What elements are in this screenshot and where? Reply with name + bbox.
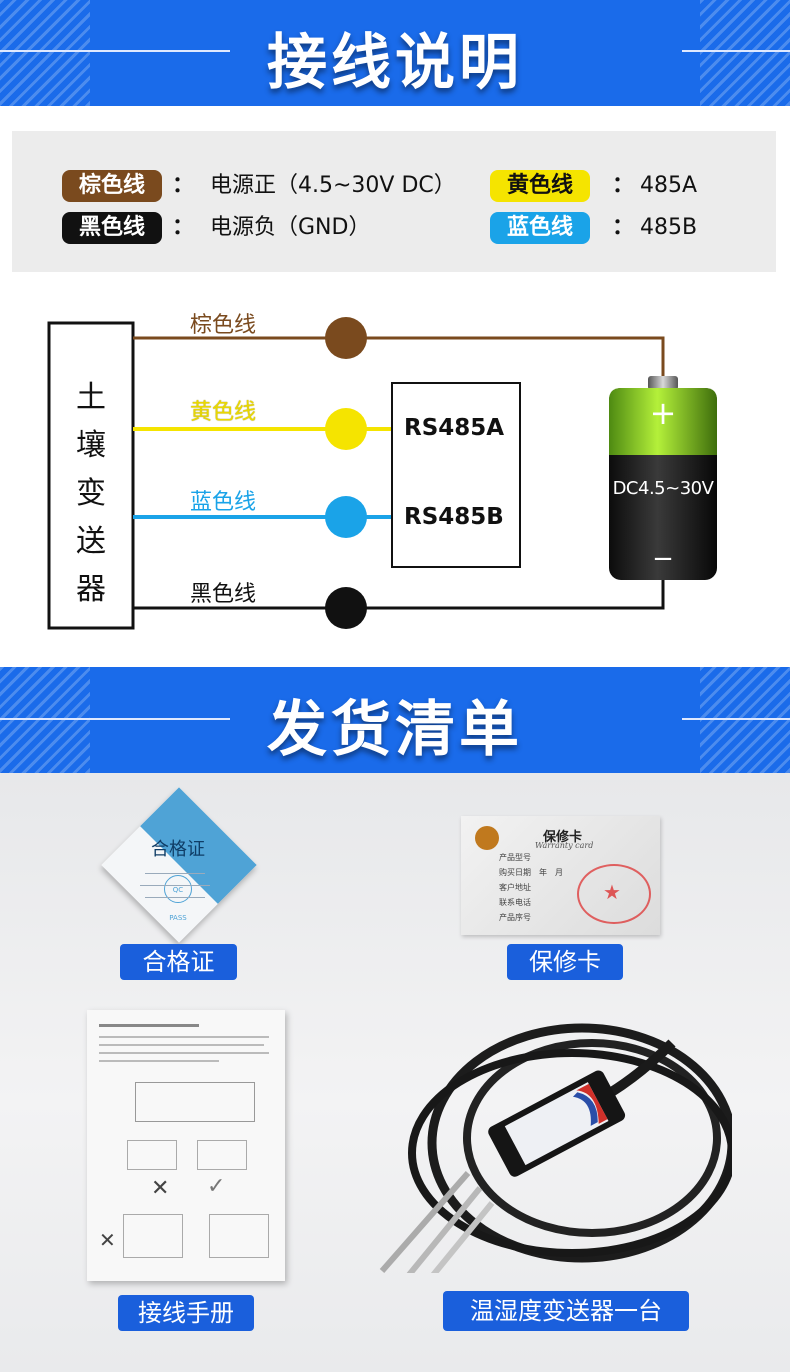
manual-text-line [99,1052,269,1054]
manual-label: 接线手册 [118,1295,254,1331]
manual-figure [209,1214,269,1258]
wire-label-yellow: 黄色线 [190,400,257,425]
warranty-thumb-icon [475,826,499,850]
package-banner: 发货清单 [0,667,790,773]
wiring-svg [47,317,717,630]
certificate-label: 合格证 [120,944,237,980]
banner-stripe-left [0,667,90,773]
battery-minus-sign: − [652,544,674,574]
warranty-field: 购买日期 年 月 [499,868,563,877]
certificate-line [145,897,205,898]
wire-label-brown: 棕色线 [190,313,257,338]
sensor-label: 温湿度变送器一台 [443,1291,689,1331]
rs485-box [391,382,521,568]
blue-wire-dot [325,496,367,538]
banner-stripe-left [0,0,90,106]
wiring-manual: ✕ ✓ ✕ [87,1010,285,1281]
certificate-stamp: QC PASS [164,875,192,922]
sensor-probe [379,1171,471,1273]
wiring-diagram: 土 壤 变 送 器 棕色线 黄色线 蓝色线 黑色线 RS485A RS485B … [0,290,790,650]
legend-colon: ： [612,215,635,240]
sensor-product-photo [379,1023,732,1273]
sensor-cable [463,1039,721,1237]
banner-line-right [682,718,790,720]
sensor-label-char: 送 [76,524,106,559]
sensor-cable [427,1023,732,1263]
banner-stripe-right [700,0,790,106]
battery-cap [648,376,678,390]
battery-voltage-label: DC4.5~30V [612,478,714,499]
sensor-label-sticker [504,1082,609,1166]
wire-label-blue: 蓝色线 [190,490,257,515]
legend-pill-yellow: 黄色线 [490,170,590,202]
manual-figure [127,1140,177,1170]
warranty-field: 产品型号 [499,853,531,862]
sensor-probe [406,1186,483,1273]
rs485a-label: RS485A [404,415,505,441]
certificate-line [145,873,205,874]
warranty-field: 联系电话 [499,898,531,907]
certificate-line [140,885,210,886]
manual-text-line [99,1036,269,1038]
warranty-seal-star-icon: ★ [603,880,621,904]
manual-figure [123,1214,183,1258]
sensor-label-char: 器 [76,572,106,607]
wiring-title: 接线说明 [267,28,523,98]
package-title: 发货清单 [267,695,523,765]
sensor-label-char: 土 [76,380,106,415]
warranty-subtitle: Warranty card [535,841,594,850]
rs485b-label: RS485B [404,504,504,530]
warranty-field: 产品序号 [499,913,531,922]
manual-cross-icon: ✕ [151,1176,170,1201]
warranty-seal [577,864,651,924]
package-list: 合格证 QC PASS 合格证 保修卡 Warranty card 产品型号 购… [0,773,790,1372]
battery-body-green [609,388,717,455]
warranty-field: 客户地址 [499,883,531,892]
legend-pill-blue: 蓝色线 [490,212,590,244]
legend-desc-black: 电源负（GND） [210,215,371,240]
certificate-sticker-title: 合格证 [151,839,205,860]
manual-text-line [99,1060,219,1062]
legend-colon: ： [172,215,195,240]
warranty-label: 保修卡 [507,944,623,980]
manual-text-line [99,1044,264,1046]
legend-desc-yellow: 485A [640,173,698,198]
banner-line-right [682,50,790,52]
yellow-wire-dot [325,408,367,450]
black-wire [133,580,665,610]
wire-legend: 棕色线 ： 电源正（4.5~30V DC） 黑色线 ： 电源负（GND） 黄色线… [12,131,776,272]
legend-colon: ： [172,173,195,198]
sensor-logo-swoosh [576,1083,608,1124]
legend-pill-black: 黑色线 [62,212,162,244]
manual-figure [135,1082,255,1122]
banner-stripe-right [700,667,790,773]
battery-plus-sign: + [649,394,677,432]
wire-label-black: 黑色线 [190,582,257,607]
manual-figure [197,1140,247,1170]
legend-pill-brown: 棕色线 [62,170,162,202]
sensor-box [47,321,135,630]
sensor-probe [430,1201,495,1273]
warranty-card: 保修卡 Warranty card 产品型号 购买日期 年 月 客户地址 联系电… [461,816,660,935]
sensor-cable [408,1049,732,1257]
legend-colon: ： [612,173,635,198]
sensor-label-char: 变 [76,476,106,511]
sensor-label-char: 壤 [76,428,106,463]
brown-wire [133,336,665,382]
banner-line-left [0,50,230,52]
manual-cross-icon: ✕ [99,1228,116,1252]
sensor-logo-swoosh [572,1092,598,1126]
black-wire-dot [325,587,367,629]
banner-line-left [0,718,230,720]
brown-wire-dot [325,317,367,359]
manual-check-icon: ✓ [207,1174,226,1199]
manual-text-line [99,1024,199,1027]
legend-desc-brown: 电源正（4.5~30V DC） [210,173,456,198]
warranty-title: 保修卡 [543,830,583,845]
sensor-cable [607,1039,676,1098]
wiring-banner: 接线说明 [0,0,790,106]
legend-desc-blue: 485B [640,215,698,240]
